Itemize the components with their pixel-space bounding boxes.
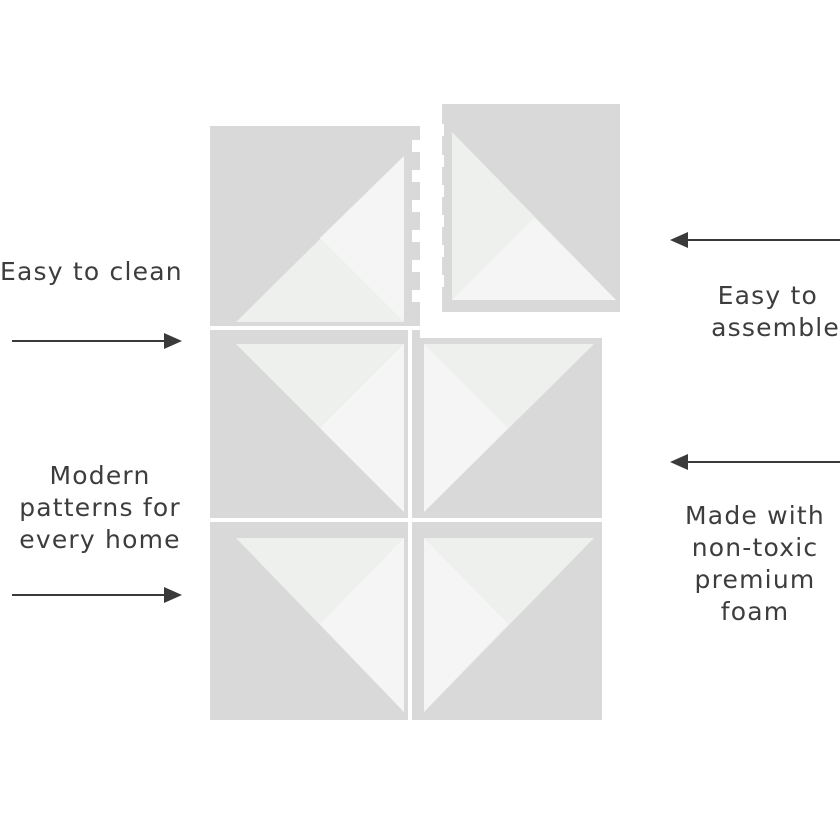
feature-text-line: Made with (685, 501, 825, 530)
triangle-large (424, 538, 594, 712)
feature-text-line: foam (720, 597, 790, 626)
feature-text-line: non-toxic (691, 533, 819, 562)
triangle-inner (320, 538, 404, 712)
triangle-inner (320, 344, 404, 512)
feature-text-line: Easy to clean (0, 257, 183, 286)
mat-triangle-pattern (236, 132, 616, 712)
arrow-left-icon (670, 232, 840, 248)
feature-text-line: Modern (49, 461, 151, 490)
triangle-inner (320, 156, 404, 322)
triangle-inner (452, 218, 616, 300)
triangle-large (452, 132, 616, 300)
arrow-left-icon (670, 454, 840, 470)
feature-text-line: patterns for (19, 493, 181, 522)
feature-modern-patterns: Modern patterns for every home (0, 460, 200, 556)
mat-tiles (210, 104, 620, 720)
feature-text-line: assemble (711, 313, 840, 342)
triangle-inner (424, 344, 508, 512)
triangle-large (424, 344, 594, 512)
feature-easy-to-assemble: Easy to assemble (660, 280, 840, 344)
arrow-right-icon (12, 587, 182, 603)
feature-non-toxic-foam: Made with non-toxic premium foam (670, 500, 840, 628)
arrow-right-icon (12, 333, 182, 349)
feature-text-line: every home (19, 525, 181, 554)
feature-text-line: premium (694, 565, 816, 594)
triangle-inner (424, 538, 508, 712)
feature-text-line: Easy to (717, 281, 818, 310)
puzzle-edges (210, 124, 604, 720)
feature-easy-to-clean: Easy to clean (0, 256, 200, 288)
